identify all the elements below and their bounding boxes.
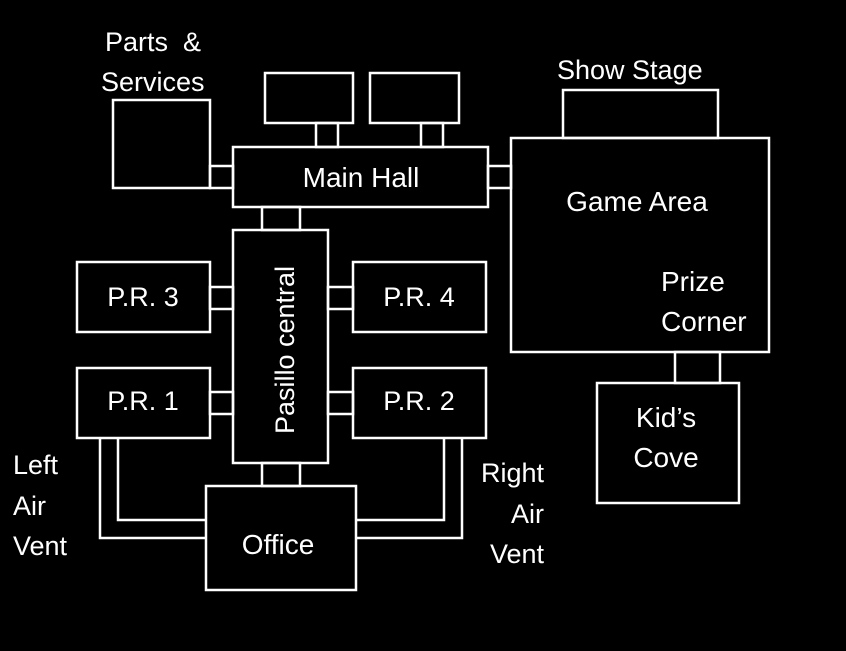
connector-gamearea-kidscove xyxy=(673,350,722,385)
left-air-vent-label-line2: Air xyxy=(13,491,46,521)
connector-mainhall-pasillo xyxy=(260,205,302,232)
main-hall-label: Main Hall xyxy=(303,162,420,193)
right-air-vent-label-line2: Air xyxy=(511,499,544,529)
parts-services-label-line2: Services xyxy=(101,67,205,97)
connector-pr3-pasillo xyxy=(208,285,235,311)
pr4-label: P.R. 4 xyxy=(383,282,455,312)
prize-corner-label-line2: Corner xyxy=(661,306,747,337)
connector-pasillo-office xyxy=(260,461,302,488)
right-air-vent-label-line1: Right xyxy=(481,458,545,488)
parts-services-label-line1: Parts & xyxy=(105,27,201,57)
prize-corner-label-line1: Prize xyxy=(661,266,725,297)
game-area-label: Game Area xyxy=(566,186,708,217)
right-air-vent-duct xyxy=(356,438,464,540)
pr3-label: P.R. 3 xyxy=(107,282,179,312)
show-stage-room xyxy=(561,88,720,140)
left-air-vent-duct xyxy=(98,438,206,540)
kids-cove-room xyxy=(595,381,741,505)
office-label: Office xyxy=(242,529,315,560)
pr1-label: P.R. 1 xyxy=(107,386,179,416)
parts-services-room xyxy=(111,98,212,190)
kids-cove-label-line1: Kid’s xyxy=(636,402,696,433)
game-area-room xyxy=(509,136,771,354)
left-air-vent-label-line3: Vent xyxy=(13,531,68,561)
connector-mainhall-gamearea xyxy=(486,164,513,190)
connector-parts-mainhall xyxy=(208,164,235,190)
kids-cove-label-line2: Cove xyxy=(633,442,698,473)
right-air-vent-label-line3: Vent xyxy=(490,539,545,569)
upper-room-left xyxy=(263,71,355,125)
connector-pasillo-pr2 xyxy=(326,390,355,416)
connector-upper-right xyxy=(419,121,445,149)
pasillo-central-label: Pasillo central xyxy=(270,266,300,434)
connector-pr1-pasillo xyxy=(208,390,235,416)
upper-room-right xyxy=(368,71,461,125)
connector-pasillo-pr4 xyxy=(326,285,355,311)
left-air-vent-label-line1: Left xyxy=(13,450,59,480)
connector-upper-left xyxy=(314,121,340,149)
pr2-label: P.R. 2 xyxy=(383,386,455,416)
show-stage-label: Show Stage xyxy=(557,55,703,85)
